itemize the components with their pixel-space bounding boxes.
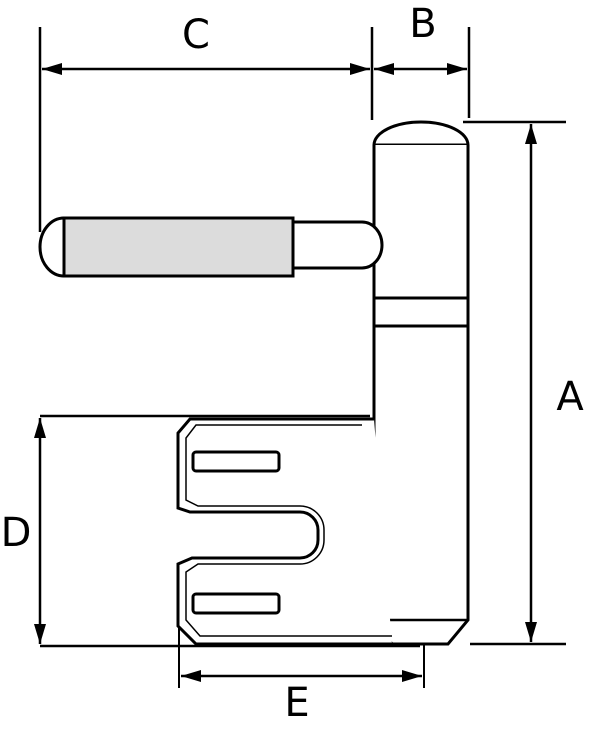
pin-tip bbox=[38, 216, 66, 278]
hinge-pin bbox=[38, 216, 384, 278]
upper-mounting-slot bbox=[191, 450, 281, 473]
label-b: B bbox=[409, 1, 436, 47]
label-a: A bbox=[556, 374, 584, 420]
plate-inner-edge bbox=[185, 424, 392, 637]
label-e: E bbox=[284, 680, 309, 726]
label-d: D bbox=[1, 510, 32, 556]
dimension-b: B bbox=[374, 1, 471, 118]
dimension-d: D bbox=[1, 414, 420, 648]
pin-shaft bbox=[293, 220, 384, 270]
hinge-barrel bbox=[372, 120, 470, 646]
dimension-c: C bbox=[38, 12, 374, 232]
barrel-body bbox=[372, 145, 470, 646]
label-c: C bbox=[182, 12, 210, 58]
pin-sleeve bbox=[62, 216, 295, 278]
lower-mounting-slot bbox=[191, 592, 281, 615]
dimension-a: A bbox=[463, 120, 584, 646]
mounting-plate bbox=[176, 417, 392, 646]
barrel-top-cap bbox=[372, 120, 470, 146]
plate-outline bbox=[176, 417, 392, 646]
